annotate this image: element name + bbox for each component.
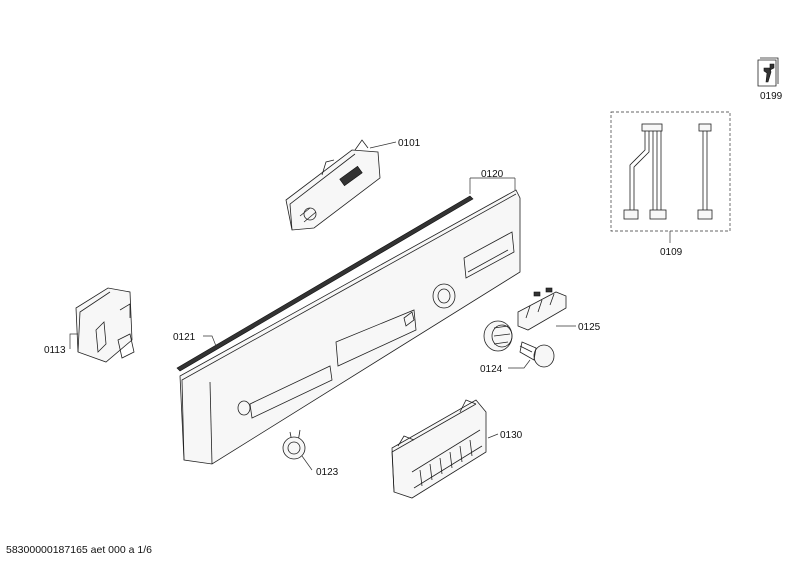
label-0101: 0101 (398, 138, 421, 149)
knob-assembly-0124 (483, 320, 555, 368)
switch-block-0125 (517, 287, 567, 331)
fascia-panel-0120 (179, 189, 521, 465)
control-module-0101 (285, 139, 381, 231)
label-0109: 0109 (660, 247, 683, 258)
label-0121: 0121 (173, 332, 196, 343)
label-0199: 0199 (760, 91, 783, 102)
seal-strip-0121 (176, 195, 474, 372)
label-0130: 0130 (500, 430, 523, 441)
small-knob-0123 (282, 429, 306, 460)
label-0123: 0123 (316, 467, 339, 478)
document-id: 58300000187165 aet 000 a 1/6 (6, 544, 152, 556)
label-0124: 0124 (480, 364, 503, 375)
handle-frame-0130 (391, 399, 487, 499)
bracket-0113 (75, 287, 135, 363)
label-0125: 0125 (578, 322, 601, 333)
label-0113: 0113 (44, 345, 66, 356)
service-manual-icon (757, 57, 779, 87)
label-0120: 0120 (481, 169, 504, 180)
wiring-harness-0109 (610, 111, 731, 232)
